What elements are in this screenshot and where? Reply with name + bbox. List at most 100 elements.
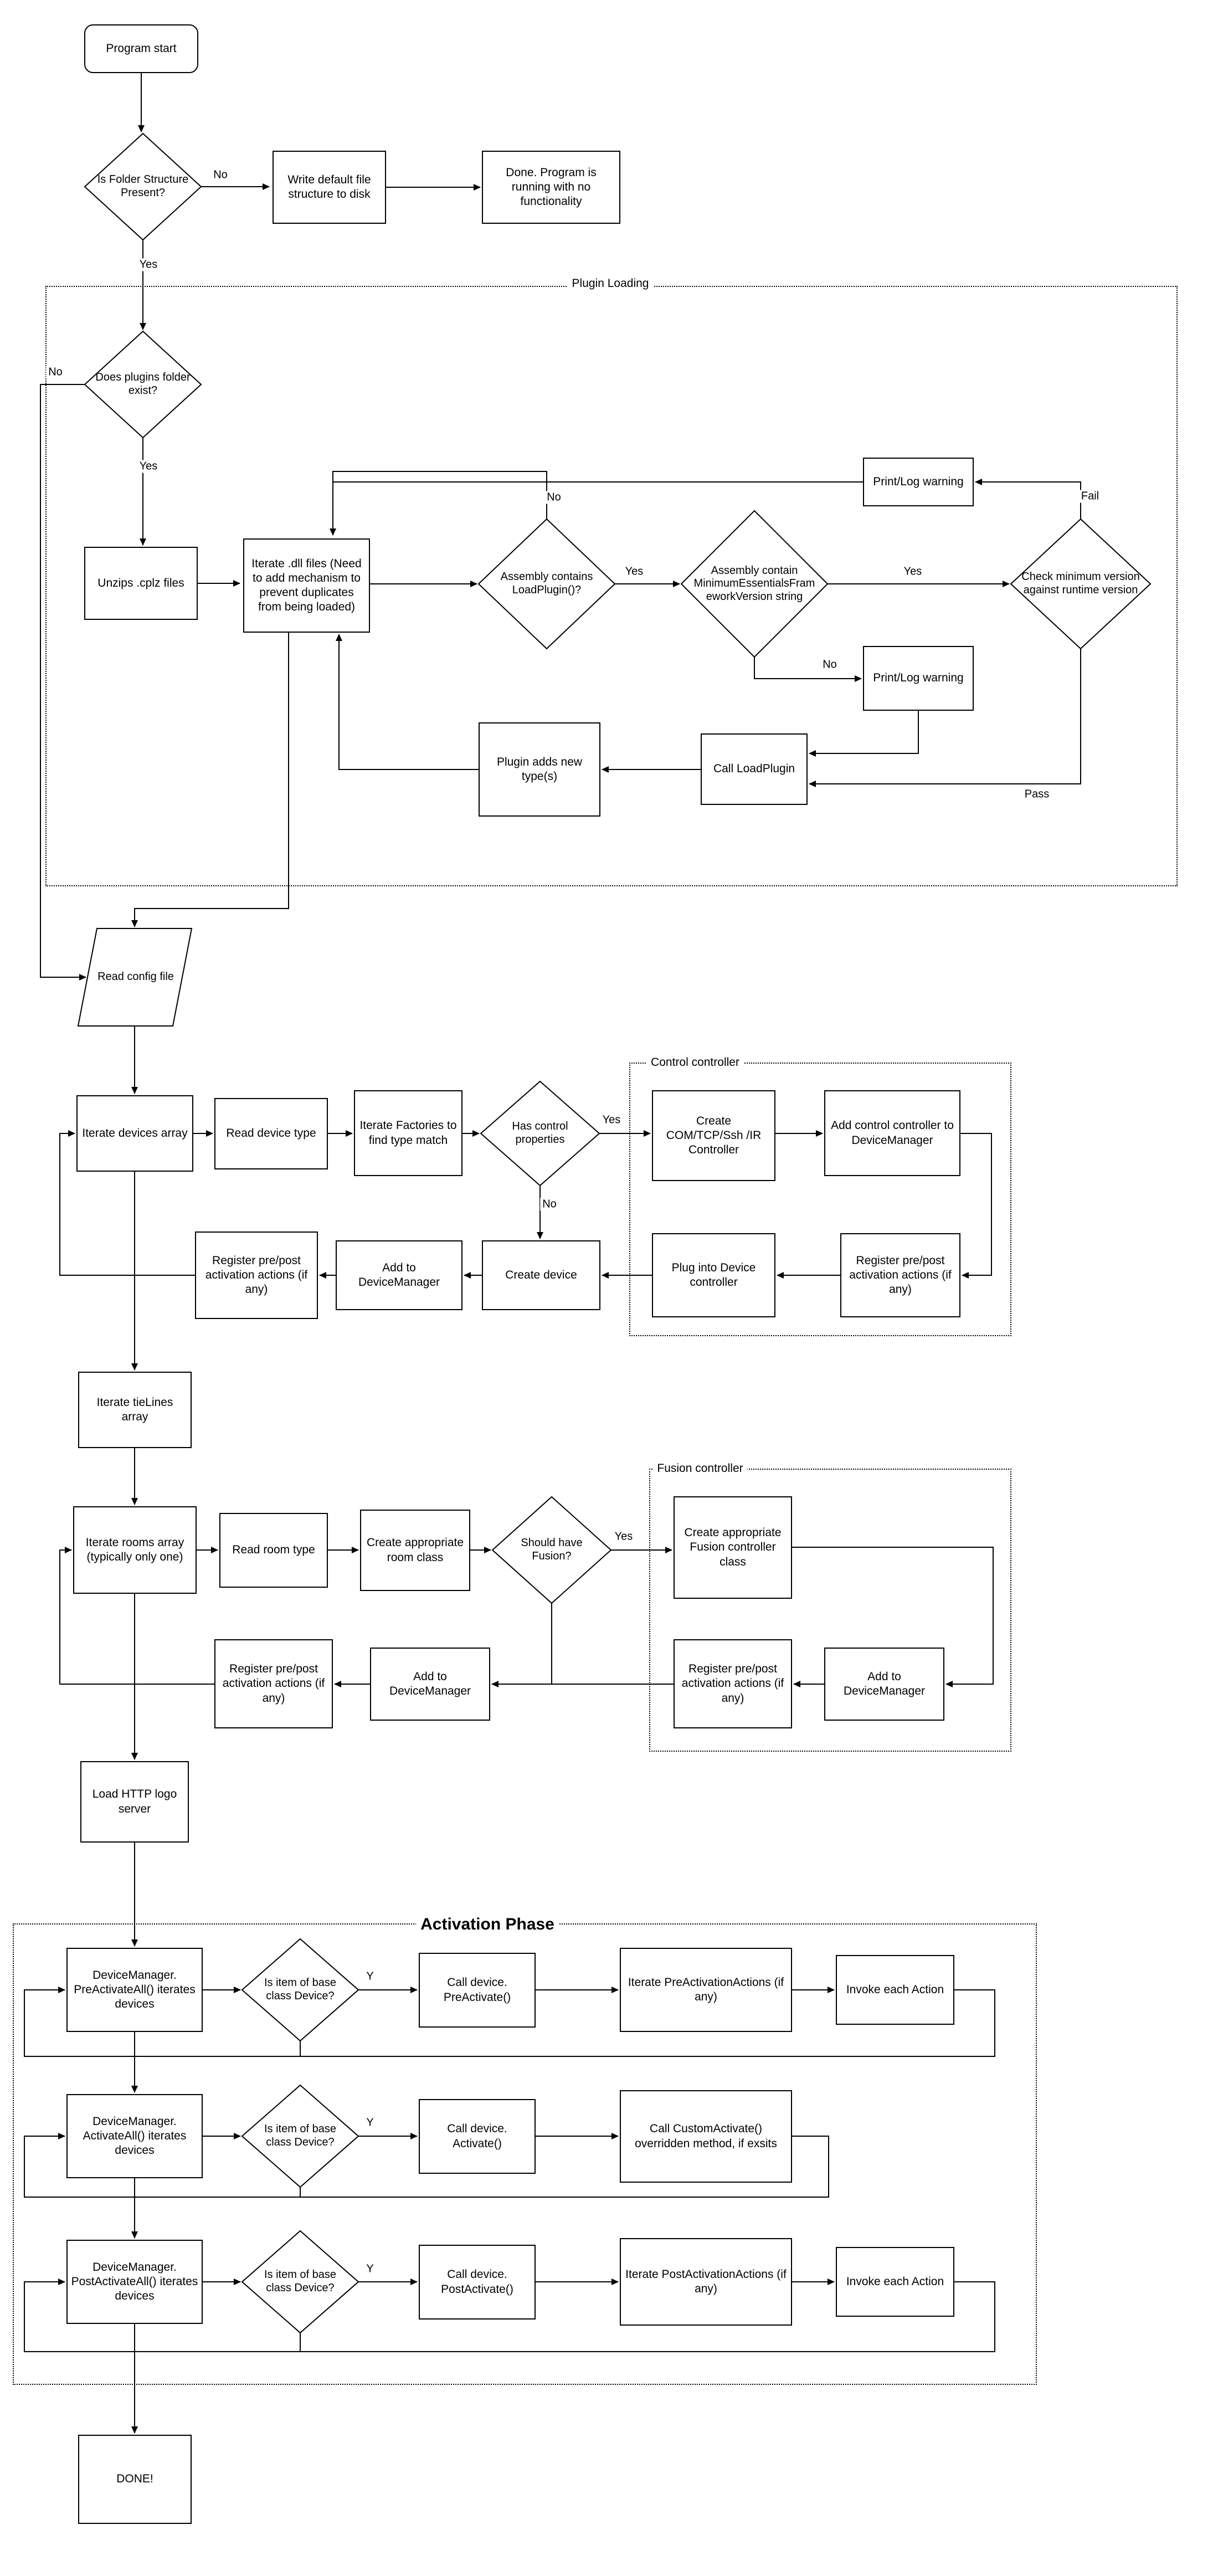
node-iterate-tielines: Iterate tieLines array [78, 1372, 192, 1448]
node-program-start: Program start [84, 24, 198, 73]
group-label-activation-phase: Activation Phase [416, 1915, 559, 1934]
node-create-device: Create device [482, 1240, 600, 1310]
node-iterate-preactivationactions: Iterate PreActivationActions (if any) [620, 1948, 792, 2032]
flow-edge [975, 479, 1081, 519]
group-fusion-controller [649, 1469, 1011, 1752]
decision-folder-structure: Is Folder Structure Present? [97, 173, 189, 199]
node-plug-into-device-controller: Plug into Device controller [652, 1233, 775, 1317]
node-invoke-each-action-pre: Invoke each Action [836, 1955, 954, 2025]
decision-plugins-folder: Does plugins folder exist? [95, 371, 191, 397]
edge-label-y-act: Y [364, 2116, 376, 2129]
node-read-config: Read config file [97, 971, 174, 983]
decision-assembly-version-string: Assembly contain MinimumEssentialsFramew… [693, 564, 815, 603]
group-label-control-controller: Control controller [646, 1056, 744, 1069]
node-register-activation-fusion: Register pre/post activation actions (if… [674, 1639, 792, 1728]
node-plugin-adds-types: Plugin adds new type(s) [479, 722, 600, 817]
flow-edge [330, 471, 547, 536]
node-unzip-cplz: Unzips .cplz files [84, 547, 198, 620]
edge-label-yes-folder: Yes [137, 258, 160, 271]
node-call-activate: Call device. Activate() [419, 2099, 536, 2174]
decision-shape [84, 330, 202, 439]
decision-assembly-loadplugin: Assembly contains LoadPlugin()? [500, 571, 593, 596]
flow-edge [59, 1547, 214, 1685]
flow-edge [754, 657, 862, 682]
node-create-com-tcp-ssh-ir: Create COM/TCP/Ssh /IR Controller [652, 1090, 775, 1181]
node-iterate-rooms: Iterate rooms array (typically only one) [73, 1506, 197, 1594]
edge-label-fail-check: Fail [1078, 490, 1102, 503]
decision-check-min-version: Check minimum version against runtime ve… [1021, 571, 1140, 596]
node-iterate-factories: Iterate Factories to find type match [354, 1090, 462, 1176]
node-load-http-logo-server: Load HTTP logo server [80, 1761, 189, 1843]
node-register-activation-room: Register pre/post activation actions (if… [214, 1639, 333, 1728]
group-control-controller [629, 1063, 1011, 1336]
flow-edge [792, 1547, 994, 1687]
node-add-to-devicemanager-fusion: Add to DeviceManager [824, 1648, 944, 1721]
group-label-plugin-loading: Plugin Loading [567, 277, 654, 290]
node-iterate-devices: Iterate devices array [76, 1095, 193, 1172]
edge-label-yes-fusion: Yes [612, 1530, 635, 1543]
edge-label-yes-control: Yes [600, 1113, 623, 1127]
decision-is-base-device-post: Is item of base class Device? [264, 2269, 337, 2294]
flow-edge [24, 2279, 995, 2352]
flow-edge [809, 649, 1081, 787]
edge-label-yes-plugins: Yes [137, 460, 160, 473]
node-add-to-devicemanager-device: Add to DeviceManager [336, 1240, 462, 1310]
node-read-device-type: Read device type [214, 1098, 328, 1169]
edge-label-no-control: No [540, 1198, 559, 1211]
decision-is-base-device-act: Is item of base class Device? [264, 2123, 337, 2148]
flow-edge [809, 711, 919, 757]
edge-label-no-plugins: No [46, 366, 65, 379]
edge-label-no-folder: No [211, 168, 230, 182]
decision-shape [480, 1080, 600, 1187]
flow-edge [24, 1987, 995, 2057]
node-invoke-each-action-post: Invoke each Action [836, 2247, 954, 2317]
node-call-loadplugin: Call LoadPlugin [701, 733, 808, 805]
decision-has-control-properties: Has control properties [512, 1120, 568, 1146]
edge-label-pass-check: Pass [1022, 788, 1052, 801]
edge-label-y-pre: Y [364, 1970, 376, 1983]
node-devicemanager-activateall: DeviceManager. ActivateAll() iterates de… [66, 2094, 203, 2178]
node-register-activation-device: Register pre/post activation actions (if… [195, 1231, 318, 1319]
parallelogram-shape [77, 928, 193, 1027]
node-devicemanager-preactivateall: DeviceManager. PreActivateAll() iterates… [66, 1948, 203, 2032]
node-register-activation-cc: Register pre/post activation actions (if… [840, 1233, 960, 1317]
decision-shape [84, 132, 202, 241]
edge-label-y-post: Y [364, 2262, 376, 2276]
node-call-preactivate: Call device. PreActivate() [419, 1953, 536, 2028]
decision-shape [241, 2084, 359, 2188]
node-add-control-to-devicemanager: Add control controller to DeviceManager [824, 1090, 960, 1176]
node-call-postactivate: Call device. PostActivate() [419, 2245, 536, 2320]
decision-shape [491, 1496, 612, 1604]
node-iterate-postactivationactions: Iterate PostActivationActions (if any) [620, 2238, 792, 2326]
decision-shape [241, 2230, 359, 2334]
node-devicemanager-postactivateall: DeviceManager. PostActivateAll() iterate… [66, 2240, 203, 2324]
decision-shape [477, 518, 616, 650]
decision-should-have-fusion: Should have Fusion? [521, 1537, 583, 1562]
node-print-log-warning-noversion: Print/Log warning [863, 646, 974, 711]
node-create-fusion-controller: Create appropriate Fusion controller cla… [674, 1496, 792, 1599]
flow-edge [24, 2133, 829, 2198]
node-done: DONE! [78, 2435, 192, 2524]
decision-shape [241, 1938, 359, 2042]
node-write-default-structure: Write default file structure to disk [273, 151, 386, 224]
edge-label-yes-version: Yes [901, 565, 924, 578]
flow-edge [960, 1133, 992, 1279]
flow-edge [59, 1130, 195, 1276]
decision-shape [1010, 518, 1152, 650]
node-done-no-functionality: Done. Program is running with no functio… [482, 151, 620, 224]
node-add-to-devicemanager-room: Add to DeviceManager [370, 1648, 490, 1721]
edge-label-no-version: No [820, 658, 839, 671]
flow-edge [40, 384, 86, 981]
node-iterate-dll: Iterate .dll files (Need to add mechanis… [243, 538, 370, 633]
group-label-fusion-controller: Fusion controller [652, 1462, 748, 1475]
node-read-room-type: Read room type [219, 1513, 328, 1588]
flow-edge [336, 634, 479, 770]
decision-is-base-device-pre: Is item of base class Device? [264, 1977, 337, 2002]
node-print-log-warning-fail: Print/Log warning [863, 458, 974, 506]
node-create-room-class: Create appropriate room class [360, 1510, 470, 1591]
node-call-customactivate: Call CustomActivate() overridden method,… [620, 2090, 792, 2183]
edge-label-yes-loadplugin: Yes [623, 565, 646, 578]
edge-label-no-loadplugin: No [544, 491, 563, 504]
